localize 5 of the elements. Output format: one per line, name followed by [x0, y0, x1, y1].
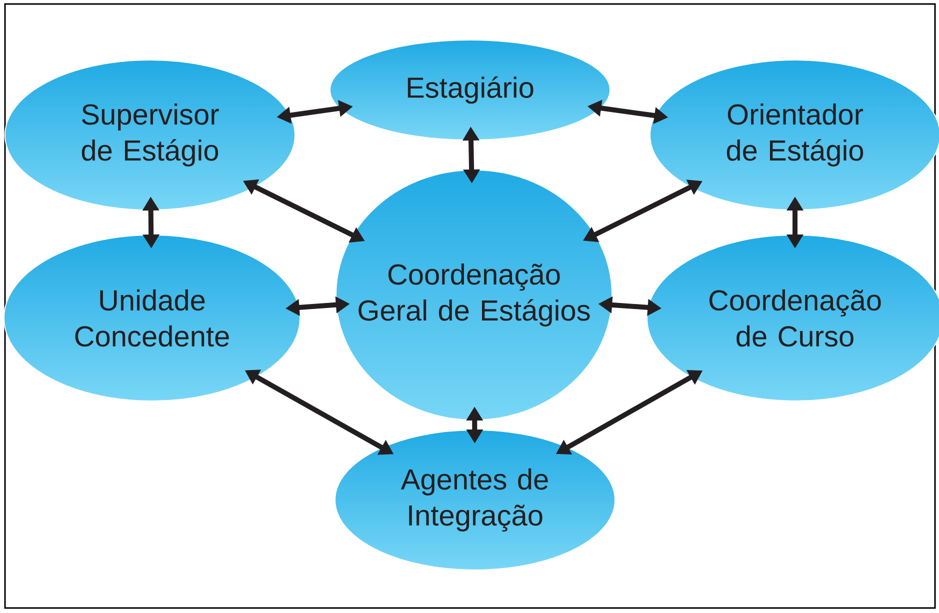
ellipse-node: Supervisor de Estágio [4, 60, 296, 210]
ellipse-node: Coordenação Geral de Estágios [336, 170, 612, 420]
ellipse-node: Agentes de Integração [334, 430, 616, 570]
ellipse-node: Unidade Concedente [4, 234, 300, 402]
ellipse-node: Estagiário [330, 40, 610, 140]
